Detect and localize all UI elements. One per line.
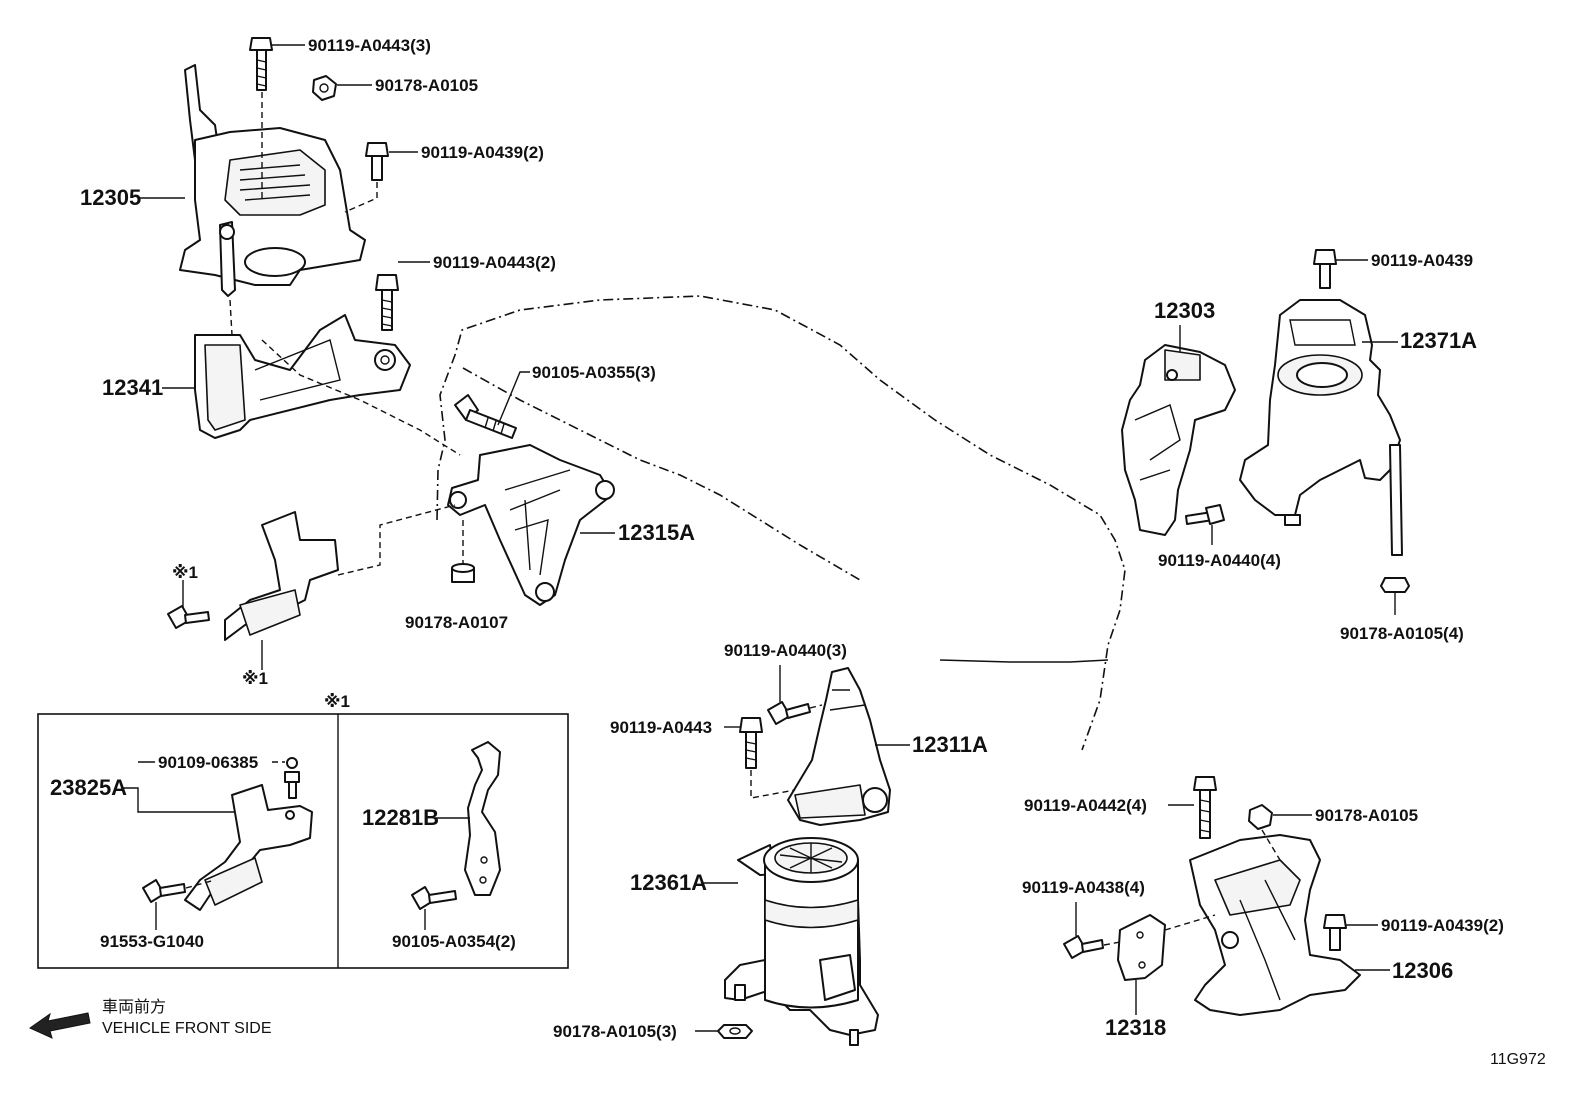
label-90178-A0105-top: 90178-A0105 [375,76,478,95]
part-12371A [1239,299,1403,556]
inset-box [37,713,569,969]
nut-90178-A0105-top [312,75,337,101]
bolt-90119-A0442-4 [1193,776,1217,839]
label-90178-A0105-right: 90178-A0105 [1315,806,1418,825]
bolt-90119-A0440-4 [1185,504,1225,525]
label-12281B: 12281B [362,805,439,830]
part-23825A [184,784,313,911]
nut-90178-A0105-4 [1380,577,1410,593]
bolt-90109-06385 [284,757,300,799]
engine-outline-bottom [939,659,1109,663]
part-12306 [1189,834,1361,1016]
front-arrow-icon [28,1012,91,1039]
label-12341: 12341 [102,375,163,400]
label-90119-A0440-3: 90119-A0440(3) [724,641,847,660]
bolt-90119-A0439-2-bottom [1323,914,1347,951]
label-90119-A0440-4: 90119-A0440(4) [1158,551,1281,570]
bolt-90119-A0438-4 [1063,935,1104,959]
bolt-90119-A0443-3 [249,37,273,91]
label-23825A: 23825A [50,775,127,800]
bolt-90105-A0355-3 [454,394,517,439]
label-note1-top: ※1 [172,563,198,582]
label-12361A: 12361A [630,870,707,895]
label-90105-A0355-3: 90105-A0355(3) [532,363,656,382]
label-90178-A0105-3: 90178-A0105(3) [553,1022,677,1041]
bolt-90119-A0443-mid [739,717,763,769]
legend-japanese: 車両前方 [102,998,166,1016]
label-90178-A0105-4: 90178-A0105(4) [1340,624,1464,643]
part-12361A [724,837,879,1046]
label-12318: 12318 [1105,1015,1166,1040]
part-12315A [447,444,615,606]
label-note1-box: ※1 [324,692,350,711]
label-90119-A0439-2-top: 90119-A0439(2) [421,143,544,162]
nut-90178-A0105-right [1248,804,1273,830]
bolt-note1 [167,605,210,629]
figure-id: 11G972 [1490,1051,1546,1068]
bolt-90105-A0354-2 [411,886,457,910]
nut-90178-A0105-3 [717,1024,753,1039]
part-12311A [787,667,891,826]
bolt-90119-A0443-2 [375,274,399,331]
label-90119-A0442-4: 90119-A0442(4) [1024,796,1147,815]
part-12318 [1117,914,1166,981]
label-90119-A0443-3: 90119-A0443(3) [308,36,431,55]
label-12306: 12306 [1392,958,1453,983]
label-note1-bottom: ※1 [242,669,268,688]
label-12371A: 12371A [1400,328,1477,353]
legend-english: VEHICLE FRONT SIDE [102,1020,272,1037]
nut-90178-A0107 [451,563,475,583]
label-12311A: 12311A [912,732,988,757]
label-90105-A0354-2: 90105-A0354(2) [392,932,516,951]
bolt-90119-A0440-3 [767,701,811,725]
engine-outline-lower [462,367,861,581]
label-12305: 12305 [80,185,141,210]
label-12315A: 12315A [618,520,695,545]
part-12303 [1121,344,1236,536]
label-90109-06385: 90109-06385 [158,753,258,772]
label-90119-A0438-4: 90119-A0438(4) [1022,878,1145,897]
part-12305 [179,64,366,297]
label-12303: 12303 [1154,298,1215,323]
label-90178-A0107: 90178-A0107 [405,613,508,632]
label-91553-G1040: 91553-G1040 [100,932,204,951]
label-90119-A0439-2-bottom: 90119-A0439(2) [1381,916,1504,935]
label-90119-A0443-mid: 90119-A0443 [610,718,712,737]
bracket-note1 [224,511,339,641]
bolt-90119-A0439-right [1313,249,1337,289]
engine-outline [436,295,1126,751]
part-12281B [464,741,501,896]
bolt-91553-G1040 [142,879,186,903]
bolt-90119-A0439-2-top [365,142,389,181]
label-90119-A0439-right: 90119-A0439 [1371,251,1473,270]
label-90119-A0443-2: 90119-A0443(2) [433,253,556,272]
